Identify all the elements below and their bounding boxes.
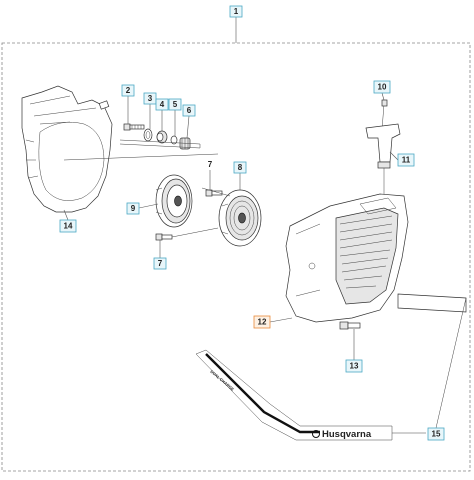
screw-part: [123, 123, 145, 131]
callout-15: 15: [427, 427, 445, 441]
svg-text:8: 8: [238, 163, 243, 172]
screw-lower-part: [155, 233, 173, 241]
callout-7-upper: 7: [204, 159, 216, 170]
svg-text:6: 6: [187, 106, 192, 115]
recoil-spring-cassette-part: [218, 189, 262, 247]
spring-housing-part: [156, 130, 168, 144]
callout-11: 11: [397, 153, 415, 167]
callout-3: 3: [143, 92, 157, 105]
washer-part: [143, 128, 153, 142]
svg-text:4: 4: [160, 100, 165, 109]
callout-6: 6: [182, 104, 196, 117]
svg-text:7: 7: [208, 160, 213, 169]
svg-text:15: 15: [432, 430, 441, 439]
starter-handle-part: [365, 99, 401, 200]
svg-text:2: 2: [126, 86, 131, 95]
assembly-frame: [1, 42, 471, 472]
svg-text:3: 3: [148, 94, 153, 103]
svg-text:10: 10: [378, 83, 387, 92]
callout-7-lower: 7: [153, 257, 167, 270]
decal-brand-text: Husqvarna: [322, 429, 372, 440]
callout-13: 13: [345, 359, 363, 373]
starter-pulley-part: [155, 174, 193, 228]
svg-text:1: 1: [234, 7, 239, 16]
svg-text:11: 11: [402, 156, 411, 165]
svg-text:14: 14: [64, 222, 73, 231]
svg-text:9: 9: [131, 204, 136, 213]
callout-12: 12: [253, 315, 271, 329]
flywheel-cover-part: [21, 85, 219, 213]
svg-text:13: 13: [350, 362, 359, 371]
svg-text:12: 12: [258, 318, 267, 327]
callout-2: 2: [121, 84, 135, 97]
callout-9: 9: [126, 202, 140, 215]
callout-8: 8: [233, 161, 247, 174]
callout-5: 5: [168, 98, 182, 111]
svg-text:7: 7: [158, 259, 163, 268]
callout-4: 4: [155, 98, 169, 111]
callout-1: 1: [229, 5, 243, 18]
callout-14: 14: [59, 219, 77, 233]
svg-text:5: 5: [173, 100, 178, 109]
small-washer-part: [170, 135, 178, 145]
housing-screw-part: [339, 321, 361, 330]
callout-10: 10: [373, 80, 391, 94]
starter-housing-part: [285, 193, 409, 323]
